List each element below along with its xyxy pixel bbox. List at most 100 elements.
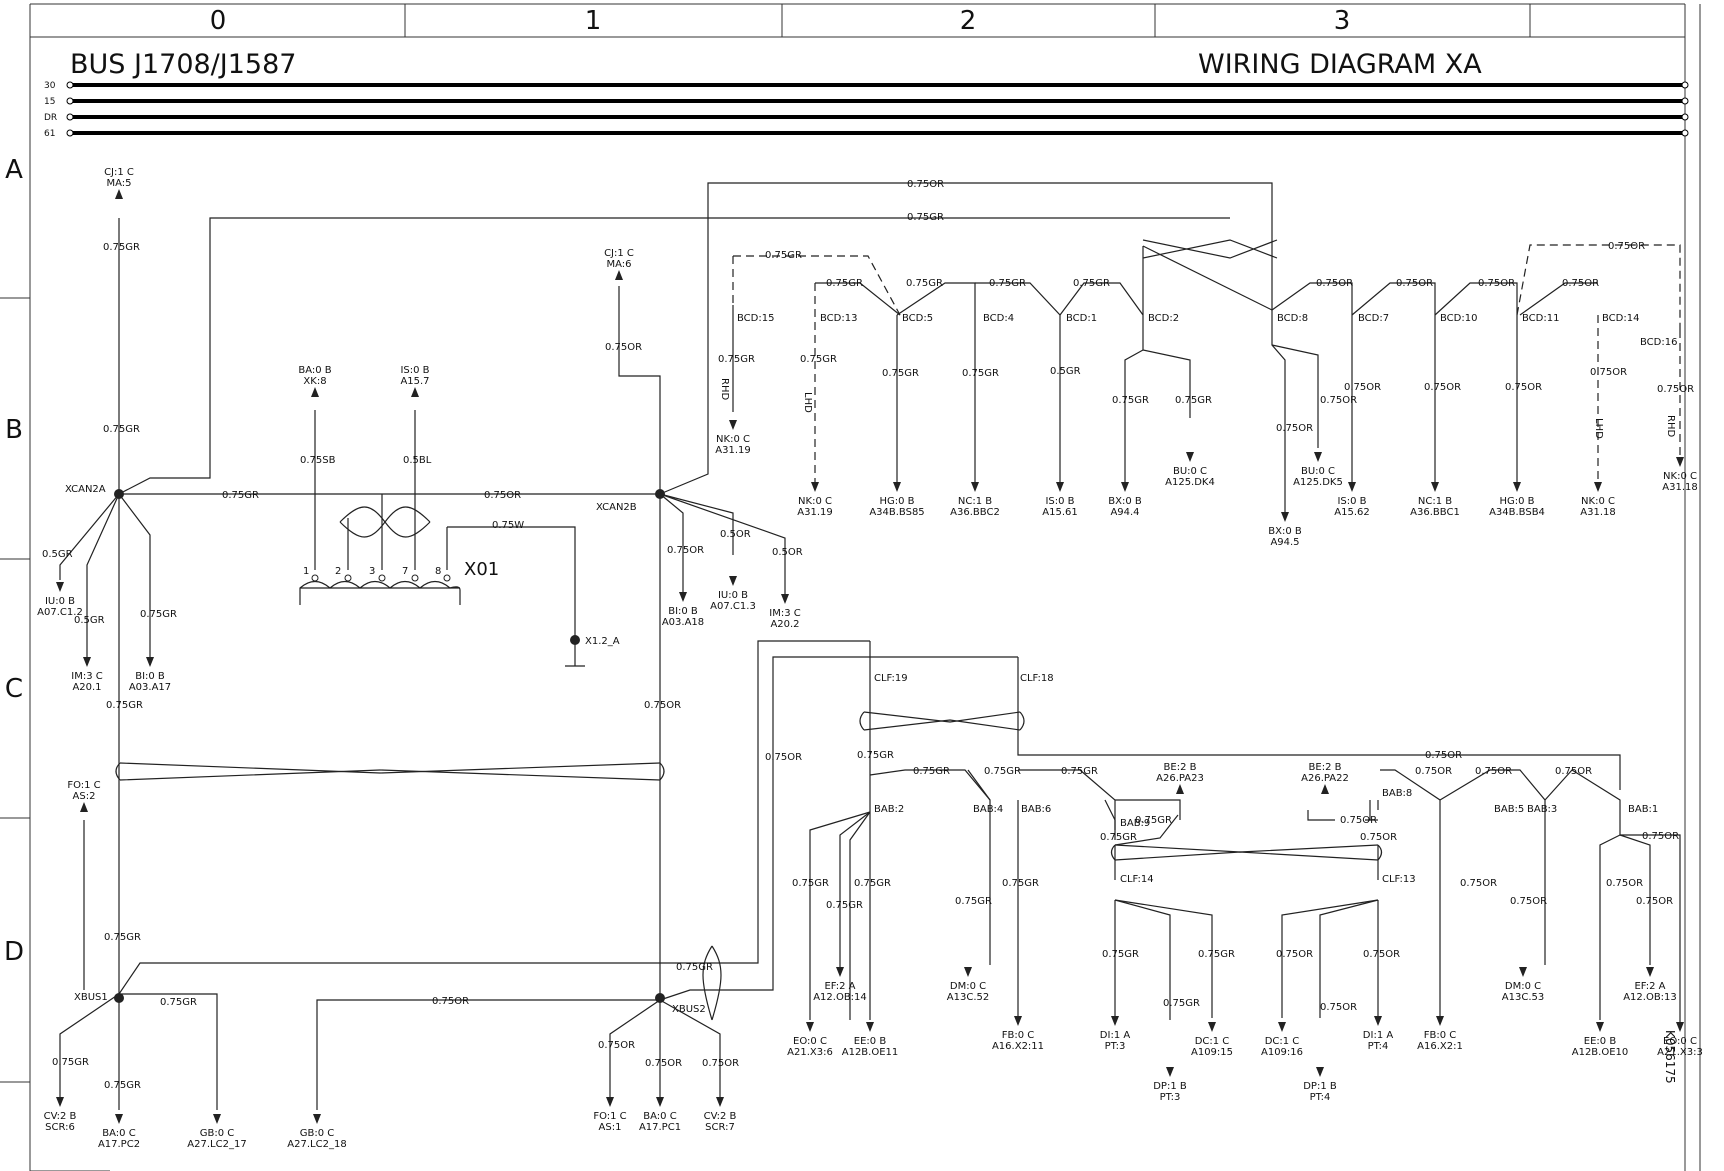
wire-label: 0.75OR xyxy=(1320,1002,1357,1013)
terminal-code: IU:0 B xyxy=(45,596,75,607)
arrow-icon xyxy=(1676,1022,1684,1032)
terminal-ref: A17.PC1 xyxy=(639,1122,681,1133)
terminal-ref: A12.OB:14 xyxy=(813,992,867,1003)
column-label-3: 3 xyxy=(1334,6,1351,36)
terminal-ref: PT:4 xyxy=(1368,1041,1389,1052)
splice-label-xcan2b: XCAN2B xyxy=(596,502,637,513)
terminal-code: GB:0 C xyxy=(200,1128,235,1139)
terminal-code: NK:0 C xyxy=(1581,496,1615,507)
connector-pin-3: 3 xyxy=(369,566,375,577)
terminal-ref: A07.C1.2 xyxy=(37,607,83,618)
arrow-icon xyxy=(1519,967,1527,977)
wire-label: 0.75OR xyxy=(1636,896,1673,907)
wire-labels: 0.75GR 0.75GR 0.75GR 0.75OR 0.5GR 0.5GR … xyxy=(42,179,1694,1091)
terminal-code: BA:0 C xyxy=(102,1128,135,1139)
wire-label: 0.75OR xyxy=(1360,832,1397,843)
wire-label: 0.75OR xyxy=(667,545,704,556)
terminal-ref: A16.X2:11 xyxy=(992,1041,1044,1052)
terminal-n41: DP:1 BPT:3 xyxy=(1153,1067,1187,1103)
wire-label: 0.75OR xyxy=(484,490,521,501)
terminal-ref: A16.X2:1 xyxy=(1417,1041,1463,1052)
column-label-1: 1 xyxy=(585,6,602,36)
pin-label: CLF:19 xyxy=(874,673,908,684)
terminal-code: BA:0 B xyxy=(298,365,331,376)
terminal-code: IM:3 C xyxy=(769,608,800,619)
wire-label: 0.75GR xyxy=(792,878,829,889)
pin-label: BCD:5 xyxy=(902,313,933,324)
connector-pin-1: 1 xyxy=(303,566,309,577)
wire-label: 0.75GR xyxy=(1163,998,1200,1009)
terminal-code: HG:0 B xyxy=(1499,496,1534,507)
wire-label: 0.75OR xyxy=(645,1058,682,1069)
terminal-ref: A26.PA23 xyxy=(1156,773,1204,784)
terminal-code: CV:2 B xyxy=(704,1111,737,1122)
arrow-icon xyxy=(1281,512,1289,522)
terminal-ref: A31.19 xyxy=(797,507,832,518)
arrow-icon xyxy=(56,582,64,592)
terminal-ref: A20.2 xyxy=(770,619,799,630)
terminal-code: NC:1 B xyxy=(958,496,992,507)
pin-label: BCD:16 xyxy=(1640,337,1677,348)
pin-label: CLF:18 xyxy=(1020,673,1054,684)
connector-pin-8: 8 xyxy=(435,566,441,577)
bus-label-30: 30 xyxy=(44,81,56,91)
arrow-icon xyxy=(1374,1016,1382,1026)
pin-label: BCD:1 xyxy=(1066,313,1097,324)
terminal-n1: CJ:1 CMA:5 xyxy=(104,167,134,199)
diagram-title: BUS J1708/J1587 xyxy=(70,49,296,80)
terminal-code: EF:2 A xyxy=(824,981,855,992)
terminal-ref: A31.19 xyxy=(715,445,750,456)
wire-label: 0.5OR xyxy=(772,547,803,558)
arrow-icon xyxy=(1676,457,1684,467)
terminal-n44: DP:1 BPT:4 xyxy=(1303,1067,1337,1103)
wire-label: 0.75GR xyxy=(676,962,713,973)
arrow-icon xyxy=(1513,482,1521,492)
bus-label-dr: DR xyxy=(44,113,57,123)
wire-label: 0.75GR xyxy=(1100,832,1137,843)
terminal-ref: A13C.52 xyxy=(947,992,989,1003)
terminal-code: DP:1 B xyxy=(1153,1081,1187,1092)
pin-label: BAB:1 xyxy=(1628,804,1658,815)
terminal-ref: AS:2 xyxy=(73,791,96,802)
terminal-code: CV:2 B xyxy=(44,1111,77,1122)
arrow-icon xyxy=(80,802,88,812)
arrow-icon xyxy=(1596,1022,1604,1032)
connector-pin-7: 7 xyxy=(402,566,408,577)
wire-label: 0.5GR xyxy=(1050,366,1081,377)
terminal-code: GB:0 C xyxy=(300,1128,335,1139)
splice-label-xbus1: XBUS1 xyxy=(74,992,108,1003)
wire-label: 0.75GR xyxy=(106,700,143,711)
pin-label: BCD:7 xyxy=(1358,313,1389,324)
arrow-icon xyxy=(1321,784,1329,794)
wire-label: 0.75OR xyxy=(1606,878,1643,889)
wire-label: 0.75GR xyxy=(140,609,177,620)
terminal-code: HG:0 B xyxy=(879,496,914,507)
row-label-c: C xyxy=(5,674,23,704)
terminal-code: DM:0 C xyxy=(950,981,986,992)
arrow-icon xyxy=(1056,482,1064,492)
terminal-ref: A17.PC2 xyxy=(98,1139,140,1150)
arrow-icon xyxy=(1594,482,1602,492)
wire-label: 0.75GR xyxy=(160,997,197,1008)
arrow-icon xyxy=(1646,967,1654,977)
terminal-ref: A15.61 xyxy=(1042,507,1077,518)
terminal-ref: MA:5 xyxy=(106,178,131,189)
arrow-icon xyxy=(1208,1022,1216,1032)
wire-label: 0.75OR xyxy=(1657,384,1694,395)
wire-label: 0.75GR xyxy=(1102,949,1139,960)
arrow-icon xyxy=(615,270,623,280)
arrow-icon xyxy=(716,1097,724,1107)
wire-label: 0.75GR xyxy=(826,900,863,911)
terminal-code: DM:0 C xyxy=(1505,981,1541,992)
terminal-ref: A109:16 xyxy=(1261,1047,1303,1058)
